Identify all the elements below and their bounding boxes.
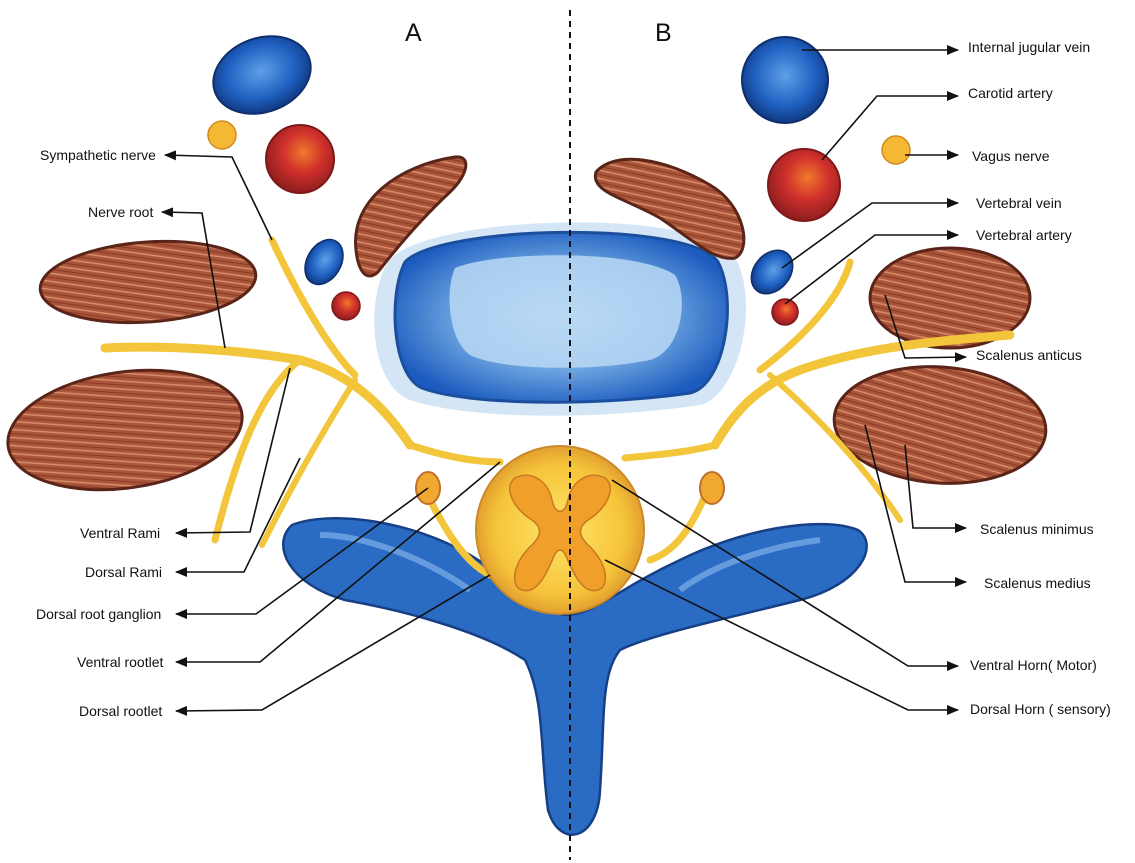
label-scalenus-minimus: Scalenus minimus bbox=[980, 521, 1094, 537]
label-vagus-nerve: Vagus nerve bbox=[972, 148, 1050, 164]
vagus-nerve-left bbox=[208, 121, 236, 149]
label-ventral-horn: Ventral Horn( Motor) bbox=[970, 657, 1097, 673]
label-internal-jugular-vein: Internal jugular vein bbox=[968, 39, 1090, 55]
spinal-cord bbox=[476, 446, 644, 614]
label-dorsal-rami: Dorsal Rami bbox=[85, 564, 162, 580]
label-sympathetic-nerve: Sympathetic nerve bbox=[40, 147, 156, 163]
label-ventral-rootlet: Ventral rootlet bbox=[77, 654, 163, 670]
label-carotid-artery: Carotid artery bbox=[968, 85, 1053, 101]
vertebral-artery bbox=[772, 299, 798, 325]
label-dorsal-horn: Dorsal Horn ( sensory) bbox=[970, 701, 1111, 717]
label-dorsal-root-ganglion: Dorsal root ganglion bbox=[36, 606, 161, 622]
carotid-artery bbox=[768, 149, 840, 221]
label-vertebral-artery: Vertebral artery bbox=[976, 227, 1072, 243]
label-dorsal-rootlet: Dorsal rootlet bbox=[79, 703, 162, 719]
label-scalenus-anticus: Scalenus anticus bbox=[976, 347, 1082, 363]
dorsal-root-ganglion-right bbox=[700, 472, 724, 504]
vertebral-body bbox=[374, 222, 746, 415]
vertebral-vein bbox=[743, 242, 801, 302]
panel-label-a: A bbox=[405, 19, 422, 48]
muscle-left-upper bbox=[37, 235, 258, 330]
vein-left bbox=[202, 23, 321, 127]
label-ventral-rami: Ventral Rami bbox=[80, 525, 160, 541]
label-nerve-root: Nerve root bbox=[88, 204, 153, 220]
panel-label-b: B bbox=[655, 19, 672, 48]
artery-left bbox=[266, 125, 334, 193]
label-vertebral-vein: Vertebral vein bbox=[976, 195, 1062, 211]
muscle-left-lower bbox=[0, 356, 250, 504]
vagus-nerve bbox=[882, 136, 910, 164]
vertebral-vein-left bbox=[297, 233, 350, 292]
label-scalenus-medius: Scalenus medius bbox=[984, 575, 1091, 591]
vertebral-artery-left bbox=[332, 292, 360, 320]
